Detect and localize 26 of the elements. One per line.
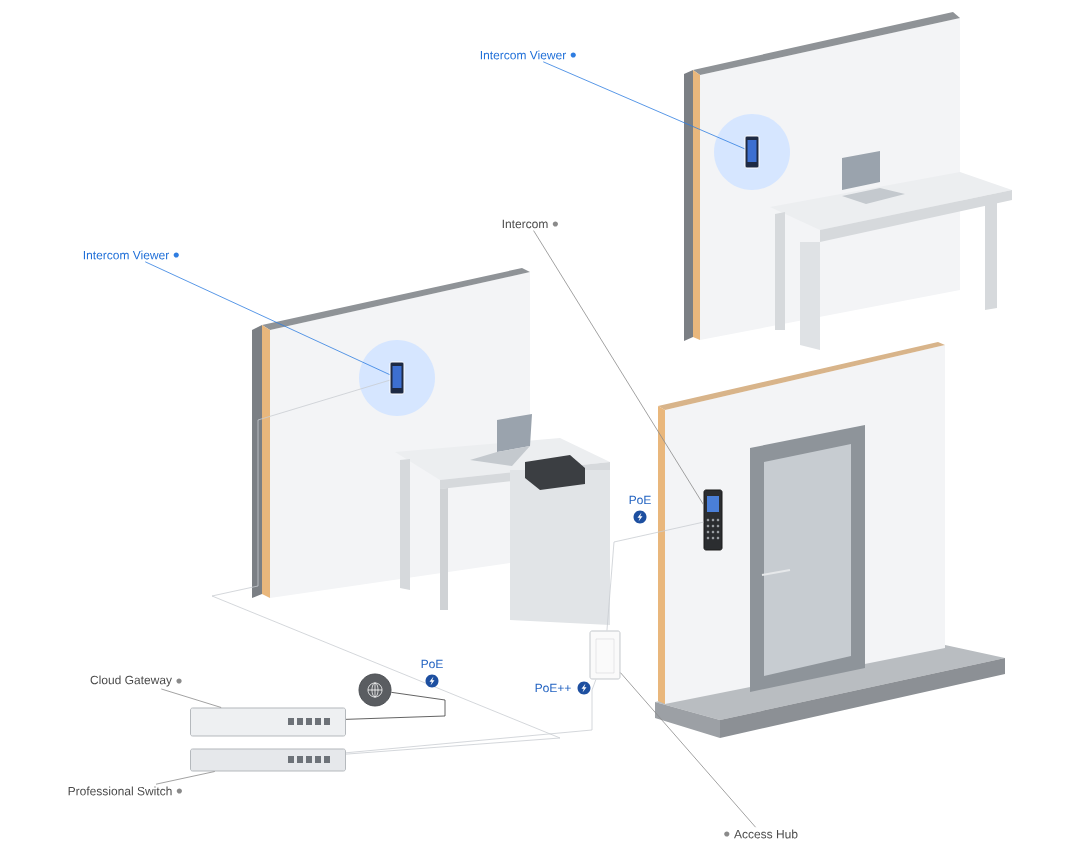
cable [345, 679, 597, 754]
callout-label: Intercom Viewer [480, 50, 576, 60]
leader-line [620, 672, 756, 828]
leader-line [160, 688, 222, 708]
leader-line [155, 771, 216, 785]
callout-label: Access Hub [724, 829, 798, 839]
callout-label: Cloud Gateway [90, 675, 182, 687]
callout-label: Professional Switch [68, 786, 182, 796]
leader-line [542, 61, 745, 150]
wall-box-drawing [589, 630, 621, 680]
edge-label: PoE [419, 658, 445, 670]
cable [606, 521, 704, 631]
tablet-drawing [744, 135, 760, 169]
globe-icon [358, 673, 392, 707]
callout-label: Intercom [502, 219, 558, 229]
leader-line [144, 261, 390, 375]
network-device-drawing [190, 707, 346, 737]
edge-label: PoE [627, 494, 653, 506]
cable [211, 379, 561, 755]
callout-label: Intercom Viewer [83, 250, 179, 260]
network-device-drawing [190, 748, 346, 772]
leader-line [533, 230, 704, 506]
edge-label: PoE++ [533, 682, 573, 694]
tablet-drawing [389, 361, 405, 395]
intercom-panel-drawing [703, 489, 723, 551]
cable [345, 691, 446, 720]
